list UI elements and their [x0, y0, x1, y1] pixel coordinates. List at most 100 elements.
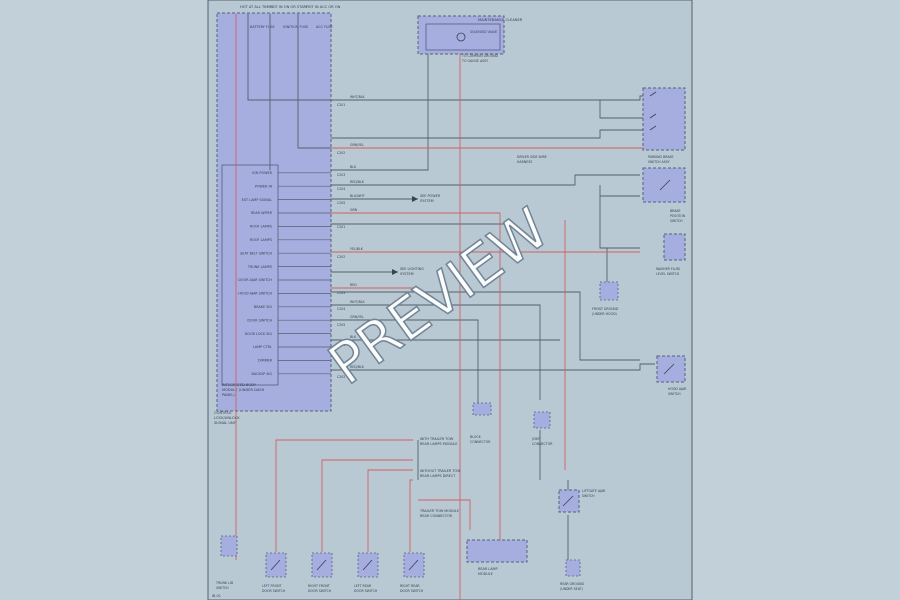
lower-note-3a: TRAILER TOW MODULE — [419, 509, 459, 513]
pin-label: HOOD AJAR SWITCH — [238, 292, 272, 296]
connector-label: C201 — [337, 225, 345, 229]
joint-connector — [533, 411, 551, 429]
switch-mid-label-1: BRAKE — [670, 209, 681, 213]
switch-contact-icon — [362, 559, 373, 571]
wire-code-label: GRN/YEL — [350, 315, 364, 319]
wire-code-label: WHT/BLK — [350, 300, 366, 304]
connector-label: C205 — [337, 201, 345, 205]
lower-note-2b: REAR LAMPS DIRECT — [420, 474, 456, 478]
pin-label: DOOR AJAR SWITCH — [238, 278, 272, 282]
cleaner-line-1: SOLENOID VALVE — [470, 30, 497, 34]
wire-code-label: RED/BLK — [350, 180, 365, 184]
door-switch-label: RIGHT FRONT — [308, 584, 330, 588]
bottom-module-label-2: MODULE — [478, 572, 493, 576]
top-label-3: HOT IN ACC OR ON — [306, 5, 341, 9]
page-footer: IB-01 — [212, 594, 221, 598]
switch-contact-icon — [659, 179, 671, 191]
red-wires — [235, 14, 680, 600]
joint-connector-label-1: JOINT — [531, 437, 541, 441]
lower-note-3b: REAR CONNECTOR — [420, 514, 453, 518]
pin-label: POWER IN — [255, 184, 273, 188]
switch-mid-label-3: SWITCH — [670, 219, 683, 223]
note-line-1: DRIVER SIDE WIRE — [517, 155, 547, 159]
pin-label: DIMMER — [258, 359, 273, 363]
door-switch-label: DOOR SWITCH — [262, 589, 286, 593]
bottom-right-ground-label-2: (UNDER SEAT) — [560, 587, 583, 591]
arrow-icon — [392, 269, 398, 275]
solenoid-symbol — [456, 32, 466, 42]
lower-notes: WITH TRAILER TOW REAR LAMPS MODULE WITHO… — [419, 437, 461, 518]
bottom-right-ground-label-1: REAR GROUND — [560, 582, 585, 586]
wire-code-label: BLK — [350, 165, 357, 169]
liftgate-ajar-switch — [558, 489, 580, 513]
parking-brake-switch-assy — [642, 87, 686, 151]
cleaner-inner-box — [425, 23, 501, 51]
integrated-body-module — [216, 12, 332, 412]
switch-top-label-1: PARKING BRAKE — [648, 155, 674, 159]
door-switch-label: DOOR SWITCH — [400, 589, 424, 593]
pin-label: SEAT BELT SWITCH — [240, 251, 272, 255]
pin-label: TRUNK LAMPS — [247, 265, 272, 269]
wire-codes: WHT/BLK GRN/YEL BLK RED/BLK BLU/WHT GRN YEL/BL… — [350, 95, 366, 369]
pin-label: LAMP CTRL — [253, 345, 272, 349]
top-label-1: HOT AT ALL TIMES — [240, 5, 274, 9]
washer-fluid-level-switch — [663, 233, 686, 261]
connector-label: C201 — [337, 343, 345, 347]
wire-code-label: GRN — [350, 208, 358, 212]
arrow-label-1b: SYSTEM — [420, 199, 434, 203]
switch-mid-label-2: POSITION — [670, 214, 686, 218]
cleaner-line-2: TO COMMON GROUND — [461, 54, 499, 58]
pin-label: DOOR LOCK SIG — [245, 332, 273, 336]
switch-lower-label-1: WASHER FLUID — [656, 267, 681, 271]
module-caption-line-1: INTEGRATED BODY — [222, 383, 257, 387]
door-switch-label: DOOR SWITCH — [354, 589, 378, 593]
maintenance-cleaner-module — [417, 15, 505, 55]
wire-code-label: BLK — [350, 335, 357, 339]
lower-note-1a: WITH TRAILER TOW — [420, 437, 454, 441]
ground-a-label-2: (UNDER HOOD) — [592, 312, 617, 316]
module-caption: INTEGRATED BODY MODULE (UNDER DASH PANEL… — [222, 383, 265, 397]
top-fuse-labels: HOT AT ALL TIMES HOT IN ON OR START HOT … — [240, 5, 341, 29]
switch-contact-icon — [316, 559, 327, 571]
module-caption-line-3: PANEL) — [222, 393, 235, 397]
connector-label: C202 — [337, 151, 345, 155]
switch-top-label-2: SWITCH ASSY — [648, 160, 670, 164]
connector-label: C203 — [337, 173, 345, 177]
connector-labels: C201C202C203C204C205C201C202C203C204C205… — [337, 103, 345, 379]
pin-label: EXT LAMP SIGNAL — [242, 198, 273, 202]
cleaner-title: MAINTENANCE CLEANER — [478, 18, 523, 22]
module-pin-block — [221, 164, 279, 386]
door-switch-label: DOOR SWITCH — [308, 589, 332, 593]
connector-label: C202 — [337, 255, 345, 259]
cleaner-line-3: TO GAUGE ASSY — [461, 59, 488, 63]
connector-label: C204 — [337, 187, 345, 191]
wire-code-label: YEL/BLK — [350, 247, 364, 251]
arrow-label-2a: SEE LIGHTING — [400, 267, 424, 271]
arrow-icon — [412, 196, 418, 202]
switch-contact-icon — [562, 495, 574, 507]
ground-connector — [599, 281, 619, 301]
bottom-module-label-1: REAR LAMP — [478, 567, 498, 571]
switch-bottom-label-2: SWITCH — [668, 392, 681, 396]
wire-code-label: RED/BLK — [350, 365, 365, 369]
arrow-label-2b: SYSTEM — [400, 272, 414, 276]
pin-label: DOOR SWITCH — [247, 318, 272, 322]
rear-ground-connector — [565, 559, 581, 577]
module-subcaption: CONTROL LOCK/UNLOCK SIGNAL UNIT — [214, 411, 240, 425]
switch-lower-label-2: LEVEL SWITCH — [656, 272, 680, 276]
connector-label: C205 — [337, 323, 345, 327]
block-connector — [472, 402, 492, 416]
joint-connector-label-2: CONNECTOR — [532, 442, 553, 446]
ground-a-label-1: FRONT GROUND — [592, 307, 619, 311]
pin-label: ROOF LAMPS — [250, 225, 272, 229]
wire-code-label: RED — [350, 283, 357, 287]
wire-code-label: BLU/WHT — [350, 194, 365, 198]
module-subcaption-line-3: SIGNAL UNIT — [214, 421, 238, 425]
module-subcaption-line-2: LOCK/UNLOCK — [214, 416, 240, 420]
switch-bottom-label-1: HOOD AJAR — [668, 387, 687, 391]
door-switch-label: RIGHT REAR — [400, 584, 420, 588]
module-subcaption-line-1: CONTROL — [214, 411, 232, 415]
hood-ajar-switch — [656, 355, 686, 383]
fuse-label-3: ACC FUSE — [316, 25, 333, 29]
